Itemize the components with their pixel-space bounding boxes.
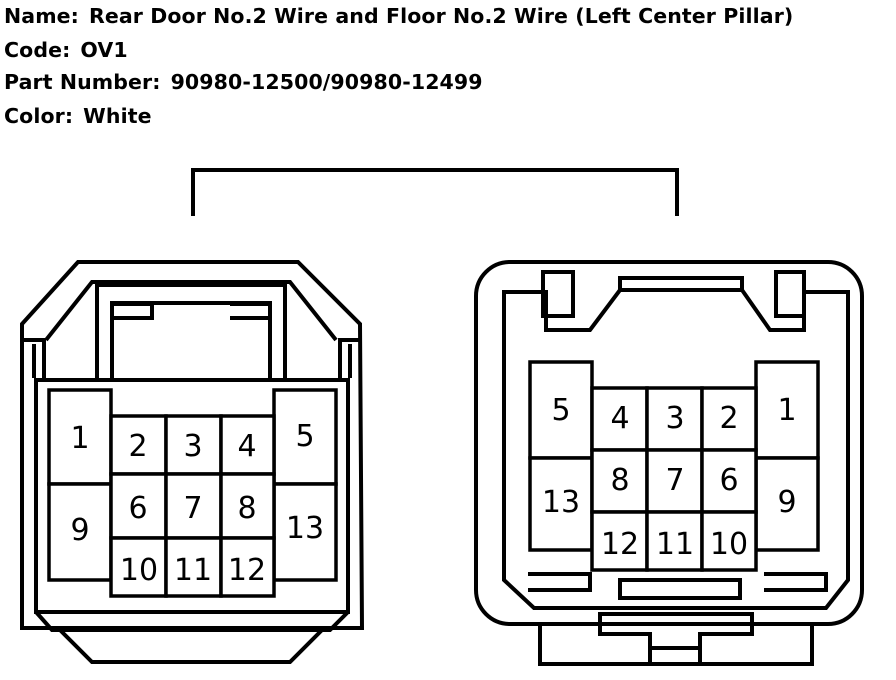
left-base-step [34, 610, 350, 632]
right-pin-13: 13 [542, 485, 580, 520]
right-pin-2: 2 [719, 401, 738, 436]
color-line: Color: White [4, 104, 152, 128]
left-connector: 1 2 3 4 5 6 7 8 9 10 11 12 13 [20, 260, 365, 664]
right-cavity-1 [754, 360, 820, 460]
color-value: White [83, 104, 152, 128]
code-label: Code: [4, 38, 71, 62]
left-pin-13: 13 [286, 511, 324, 546]
left-pin-9: 9 [70, 513, 89, 548]
left-cavity-11 [164, 536, 223, 598]
right-pin-7: 7 [665, 463, 684, 498]
code-value: OV1 [80, 38, 128, 62]
right-latch-tab-right [774, 270, 806, 318]
left-connector-body [20, 260, 365, 630]
right-latch-slot [618, 276, 744, 290]
left-cavity-3 [164, 414, 223, 476]
color-label: Color: [4, 104, 74, 128]
right-cavity-4 [590, 386, 649, 452]
right-pin-1: 1 [777, 393, 796, 428]
right-latch-tab-left [541, 270, 575, 318]
left-cavity-13 [272, 482, 338, 582]
right-pin-8: 8 [610, 463, 629, 498]
right-cavity-10 [700, 510, 758, 572]
part-number-label: Part Number: [4, 70, 161, 94]
left-pin-6: 6 [128, 491, 147, 526]
right-base-tab [598, 612, 754, 650]
right-bottom-bar [618, 578, 742, 600]
right-cavity-5 [528, 360, 594, 460]
left-pin-2: 2 [128, 429, 147, 464]
left-pin-1: 1 [70, 421, 89, 456]
left-pin-8: 8 [237, 491, 256, 526]
code-line: Code: OV1 [4, 38, 128, 62]
right-pin-6: 6 [719, 463, 738, 498]
right-inner-outline [502, 288, 850, 610]
left-pin-3: 3 [183, 429, 202, 464]
right-pin-4: 4 [610, 401, 629, 436]
left-cavity-10 [109, 536, 168, 598]
right-cavity-6 [700, 448, 758, 514]
right-pin-11: 11 [656, 527, 694, 562]
name-line: Name: Rear Door No.2 Wire and Floor No.2 … [4, 4, 793, 28]
right-cavity-7 [645, 448, 704, 514]
left-latch-frame [44, 280, 338, 342]
left-pin-4: 4 [237, 429, 256, 464]
left-base-foot [58, 628, 324, 664]
left-latch-slot [112, 302, 272, 320]
right-connector-body [474, 260, 864, 626]
right-pin-12: 12 [601, 527, 639, 562]
left-cavity-2 [109, 414, 168, 476]
left-side-rail-left [22, 338, 46, 380]
left-pin-12: 12 [228, 553, 266, 588]
right-cavity-3 [645, 386, 704, 452]
right-pin-10: 10 [710, 527, 748, 562]
right-base-foot [538, 624, 814, 666]
right-bottom-strip [528, 572, 828, 592]
left-latch-window [95, 283, 287, 378]
left-pin-7: 7 [183, 491, 202, 526]
left-pin-11: 11 [174, 553, 212, 588]
name-value: Rear Door No.2 Wire and Floor No.2 Wire … [88, 4, 794, 28]
pair-bracket [191, 168, 679, 216]
left-side-rail-right [338, 338, 362, 380]
right-pin-5: 5 [551, 393, 570, 428]
part-number-value: 90980-12500/90980-12499 [170, 70, 483, 94]
left-inner-housing [34, 378, 350, 614]
right-pin-9: 9 [777, 485, 796, 520]
left-cavity-12 [219, 536, 276, 598]
left-latch-inner [110, 301, 272, 378]
left-pin-5: 5 [295, 419, 314, 454]
right-base-tab-inner [648, 648, 702, 664]
right-pin-3: 3 [665, 401, 684, 436]
name-label: Name: [4, 4, 79, 28]
right-connector: 5 4 3 2 1 13 8 7 6 9 12 11 10 [474, 260, 864, 666]
part-number-line: Part Number: 90980-12500/90980-12499 [4, 70, 483, 94]
left-pin-10: 10 [120, 553, 158, 588]
